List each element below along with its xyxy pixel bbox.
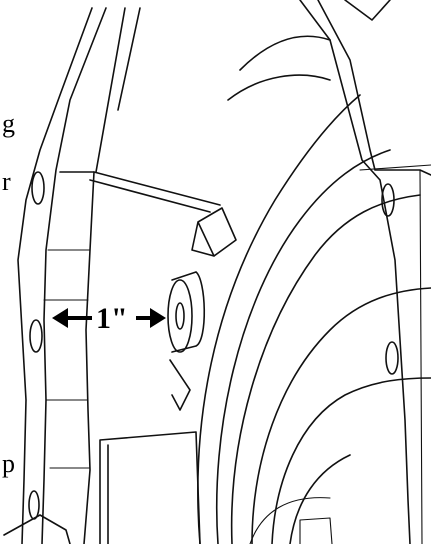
lower-wedge-block	[169, 359, 191, 411]
left-flange-outer-edge	[17, 7, 93, 544]
upper-wedge-block	[191, 207, 237, 257]
dimension-arrow	[52, 308, 166, 328]
right-flange-outer-edge	[299, 0, 411, 544]
boss-face	[167, 279, 193, 353]
housing-dome-arc-6	[289, 454, 351, 544]
boss-hole	[175, 302, 185, 330]
left-bolt-hole-3	[28, 490, 40, 520]
left-flange-step-face	[59, 171, 95, 544]
right-flange-box	[359, 164, 431, 544]
housing-dome-outer	[197, 94, 361, 544]
left-bolt-hole-2	[29, 319, 43, 353]
left-flange-inner-edge	[41, 7, 107, 544]
arrow-head-right	[150, 308, 166, 328]
lower-left-tab	[3, 514, 71, 544]
bottom-parts	[249, 497, 333, 544]
right-bolt-hole-1	[381, 183, 395, 217]
edge-fragment-3: p	[2, 449, 15, 478]
flange-step-lines	[43, 249, 91, 469]
housing-top-curve	[227, 35, 331, 101]
housing-dome-arc-3	[230, 194, 421, 544]
right-flange-inner-edge	[317, 0, 431, 176]
upper-rib	[95, 7, 141, 173]
housing-dome-arc-2	[215, 149, 391, 544]
diagonal-brace	[89, 171, 221, 213]
edge-fragment-2: r	[2, 167, 11, 196]
arrow-head-left	[52, 308, 68, 328]
edge-fragment-1: g	[2, 109, 15, 138]
left-bolt-hole-1	[31, 171, 45, 205]
lower-cylinder	[99, 431, 201, 544]
dimension-label: 1"	[96, 302, 128, 335]
right-top-notch	[344, 0, 391, 21]
housing-dome-arc-4	[251, 287, 431, 544]
right-bolt-hole-2	[385, 341, 399, 375]
housing-dome-arc-5	[271, 377, 431, 544]
